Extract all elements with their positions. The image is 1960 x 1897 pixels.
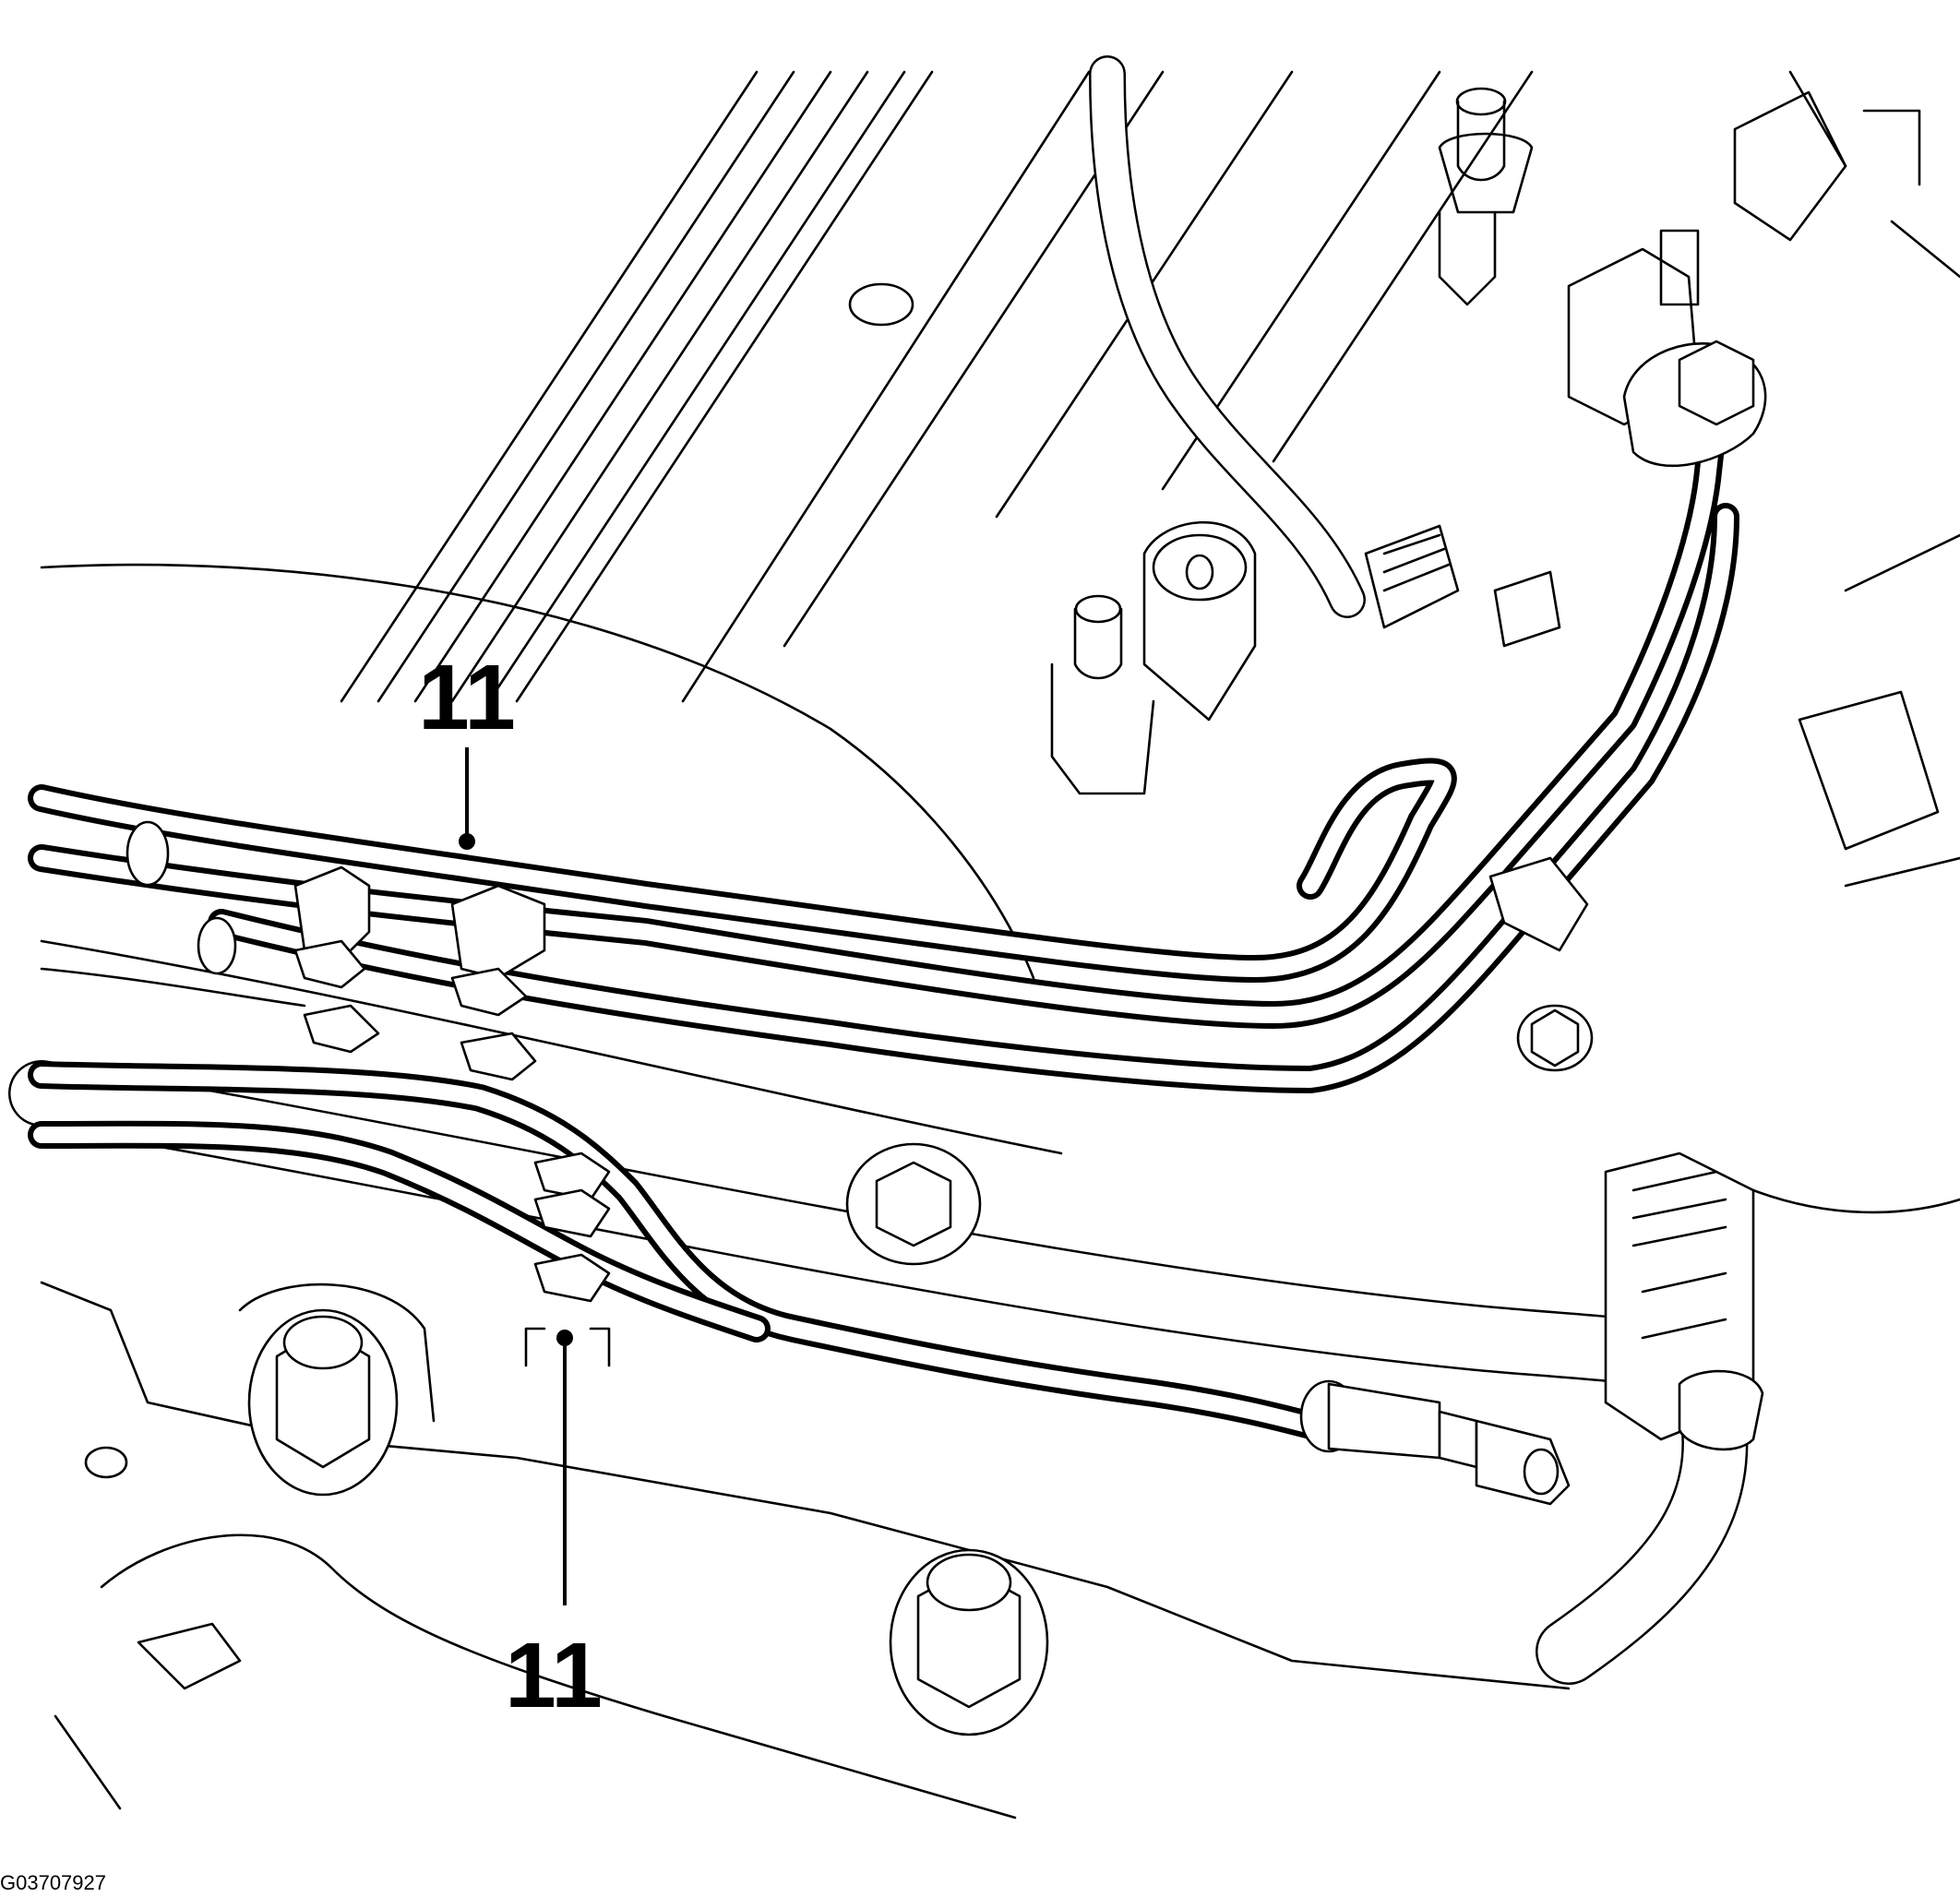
bolt-center [889,1548,1049,1736]
vertical-bracket [1604,1151,1960,1441]
bolt-mid [845,1142,982,1266]
bolt-right [1516,1004,1594,1072]
fuel-line-clip-3 [533,1151,611,1303]
fuel-line-upper-1 [28,758,1457,983]
callout-lower-label: 11 [505,1624,603,1727]
fuel-line-lower-2 [28,1120,771,1342]
bolt-left [247,1308,399,1497]
fuel-line-lower-1 [28,1061,1343,1444]
torx-screw-top [1438,87,1534,306]
bolt-small-left [84,1446,128,1479]
fuel-line-clip-2 [450,884,546,1081]
callout-lower: 11 [505,1327,611,1727]
fuel-line-upper-2 [28,383,1730,1029]
callout-upper-label: 11 [418,646,516,749]
manifold-body [40,563,1035,980]
fuel-line-clip-4 [1488,856,1589,952]
figure-id: G03707927 [0,1871,106,1894]
thermostat-housing [1142,520,1257,722]
upper-hose [1089,55,1366,618]
callout-upper: 11 [418,646,516,850]
hose-end-left [40,820,306,1008]
fuel-line-clip-1 [293,865,380,1054]
fuel-line-fitting [1299,1379,1571,1506]
torx-screw-mid [1050,594,1155,795]
engine-block [40,1281,1571,1819]
fuel-line-upper-3 [208,503,1739,1093]
valve-cover-hole [848,282,914,327]
hose-clamp-right [1678,1369,1764,1451]
fuel-rail-fitting [1622,340,1767,468]
